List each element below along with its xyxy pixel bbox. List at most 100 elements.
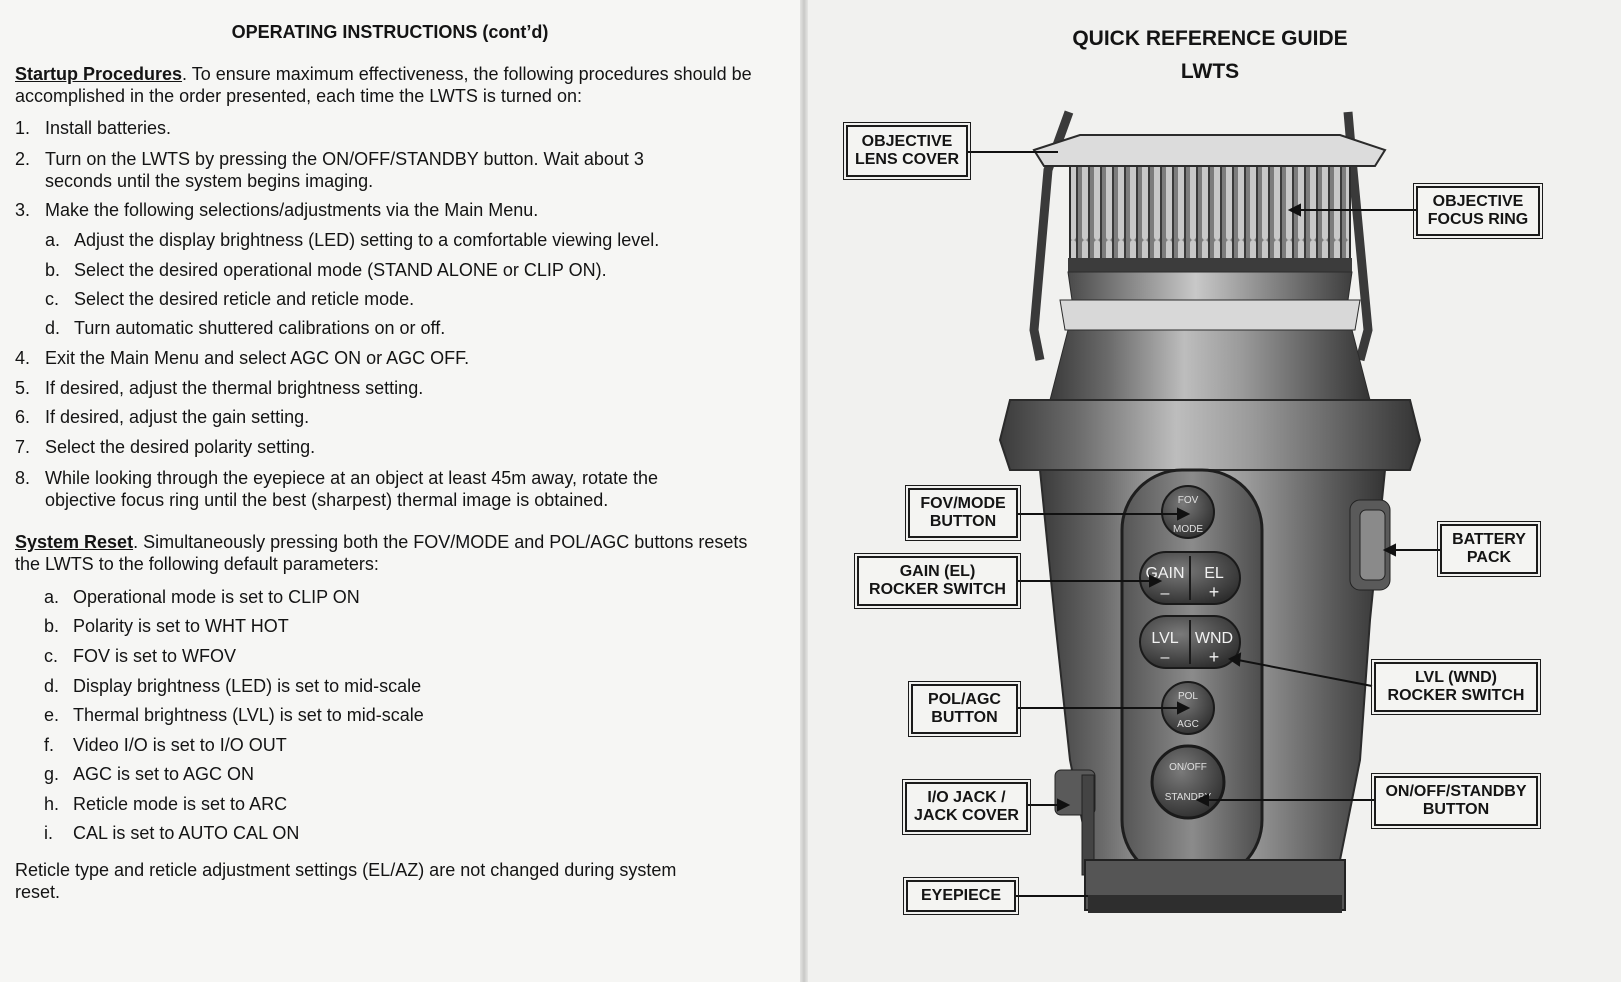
callout-line: LENS COVER [854,151,959,168]
lvl-minus-label: – [1161,649,1170,666]
step-text: Exit the Main Menu and select AGC ON or … [45,348,470,368]
callout-eyepiece: EYEPIECE [903,877,1019,915]
default-letter: b. [44,616,60,636]
callout-line: EYEPIECE [920,887,1002,904]
default-letter: e. [44,705,60,725]
book-spine [800,0,808,982]
substep-text: Turn automatic shuttered calibrations on… [74,318,446,338]
substep-a: a. Adjust the display brightness (LED) se… [45,229,765,251]
default-letter: c. [44,646,59,666]
page-title: OPERATING INSTRUCTIONS (cont’d) [231,22,549,42]
callout-line: FOCUS RING [1427,211,1529,228]
substep-letter: c. [45,289,60,309]
default-a: a. Operational mode is set to CLIP ON [44,586,764,608]
default-text: Video I/O is set to I/O OUT [73,735,287,755]
step-text: Make the following selections/adjustment… [45,200,539,220]
substep-b: b.Select the desired operational mode (S… [45,259,765,281]
step-4: 4. Exit the Main Menu and select AGC ON o… [15,347,755,369]
step-number: 1. [15,118,31,138]
default-letter: a. [44,587,60,607]
default-text: Reticle mode is set to ARC [73,794,288,814]
onoff-label: ON/OFF [1169,762,1207,773]
default-b: b. Polarity is set to WHT HOT [44,615,764,637]
step-text: If desired, adjust the gain setting. [45,407,310,427]
substep-c: c. Select the desired reticle and reticle… [45,288,765,310]
default-h: h. Reticle mode is set to ARC [44,793,764,815]
default-letter: g. [44,764,60,784]
el-label: EL [1204,565,1224,582]
callout-lvl-rocker-switch: LVL (WND)ROCKER SWITCH [1371,659,1541,715]
callout-line: BUTTON [929,513,997,530]
callout-line: BATTERY [1452,531,1526,548]
guide-title: QUICK REFERENCE GUIDE [1072,27,1348,50]
substep-text: Select the desired reticle and reticle m… [74,289,415,309]
substep-letter: a. [45,230,61,250]
substep-letter: b. [45,260,61,280]
el-plus-label: + [1209,582,1220,602]
step-text: If desired, adjust the thermal brightnes… [45,378,424,398]
default-d: d.Display brightness (LED) is set to mid… [44,675,764,697]
guide-subtitle: LWTS [1180,60,1240,83]
leader-lines [968,151,1440,897]
step-7: 7. Select the desired polarity setting. [15,436,755,458]
standby-label: STANDBY [1165,792,1212,803]
startup-text: . To ensure maximum effectiveness, the f… [15,64,752,106]
callout-line: GAIN (EL) [899,563,976,580]
footer-note: Reticle type and reticle adjustment sett… [15,860,677,902]
step-number: 7. [15,437,31,457]
default-c: c. FOV is set to WFOV [44,645,764,667]
step-3: 3. Make the following selections/adjustme… [15,199,755,221]
callout-line: JACK COVER [914,807,1019,824]
agc-label: AGC [1177,719,1199,730]
default-letter: i. [44,823,53,843]
wnd-label: WND [1195,630,1233,647]
callout-gain-rocker-switch: GAIN (EL)ROCKER SWITCH [854,553,1021,609]
default-text: Polarity is set to WHT HOT [73,616,289,636]
step-6: 6. If desired, adjust the gain setting. [15,406,755,428]
gain-minus-label: – [1161,585,1170,602]
default-letter: h. [44,794,60,814]
left-page [0,0,800,982]
callout-line: ON/OFF/STANDBY [1385,783,1527,800]
fov-label: FOV [1178,495,1199,506]
default-e: e. Thermal brightness (LVL) is set to mid… [44,704,764,726]
wnd-plus-label: + [1209,647,1220,667]
step-text: Install batteries. [45,118,172,138]
default-letter: f. [44,735,55,755]
callout-line: ROCKER SWITCH [869,581,1006,598]
callout-line: POL/AGC [928,691,1001,708]
step-number: 5. [15,378,31,398]
step-number: 2. [15,149,31,169]
callout-line: I/O JACK / [927,789,1006,806]
step-text: Select the desired polarity setting. [45,437,316,457]
mode-label: MODE [1173,524,1203,535]
callout-line: FOV/MODE [920,495,1006,512]
step-number: 6. [15,407,31,427]
step-5: 5. If desired, adjust the thermal brightn… [15,377,755,399]
step-number: 8. [15,468,31,488]
callout-line: BUTTON [1422,801,1490,818]
callout-line: LVL (WND) [1414,669,1498,686]
startup-paragraph: Startup Procedures. To ensure maximum ef… [15,63,755,107]
callout-line: OBJECTIVE [1432,193,1524,210]
step-8: 8. While looking through the eyepiece at … [15,467,755,511]
step-number: 3. [15,200,31,220]
default-text: Thermal brightness (LVL) is set to mid-s… [73,705,424,725]
step-1: 1. Install batteries. [15,117,755,139]
step-text: While looking through the eyepiece at an… [45,468,659,510]
step-number: 4. [15,348,31,368]
default-text: Operational mode is set to CLIP ON [73,587,360,607]
default-text: FOV is set to WFOV [73,646,237,666]
substep-text: Adjust the display brightness (LED) sett… [74,230,660,250]
reset-heading: System Reset [15,532,134,552]
step-2: 2.Turn on the LWTS by pressing the ON/OF… [15,148,755,192]
default-g: g.AGC is set to AGC ON [44,763,764,785]
substep-d: d.Turn automatic shuttered calibrations … [45,317,765,339]
lvl-label: LVL [1151,630,1178,647]
default-text: Display brightness (LED) is set to mid-s… [73,676,422,696]
